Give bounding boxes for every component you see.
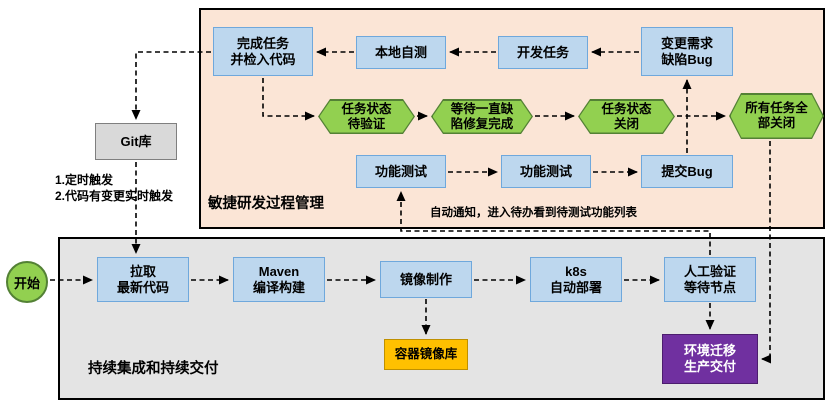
start-node: 开始 — [6, 261, 48, 303]
status-wait-fix-label: 等待一直缺 陷修复完成 — [433, 101, 532, 133]
node-env-migration-delivery: 环境迁移 生产交付 — [662, 334, 758, 384]
node-func-test-2: 功能测试 — [501, 155, 591, 188]
status-wait-fix: 等待一直缺 陷修复完成 — [431, 99, 533, 134]
node-git-repo: Git库 — [95, 123, 177, 160]
node-func-test-1: 功能测试 — [356, 155, 446, 188]
status-closed: 任务状态 关闭 — [578, 99, 675, 134]
node-k8s-deploy: k8s 自动部署 — [530, 257, 622, 302]
trigger-conditions-text: 1.定时触发 2.代码有变更实时触发 — [55, 173, 174, 204]
node-local-self-test: 本地自测 — [356, 36, 446, 69]
node-complete-task: 完成任务 并检入代码 — [213, 27, 313, 76]
node-dev-task: 开发任务 — [498, 36, 588, 69]
node-container-registry: 容器镜像库 — [384, 339, 468, 370]
status-pending-verify: 任务状态 待验证 — [318, 99, 415, 134]
node-submit-bug: 提交Bug — [641, 155, 733, 188]
node-image-build: 镜像制作 — [380, 261, 472, 298]
auto-notify-note: 自动通知，进入待办看到待测试功能列表 — [430, 207, 637, 219]
status-all-closed-label: 所有任务全 部关闭 — [731, 95, 823, 138]
node-manual-verify-wait: 人工验证 等待节点 — [664, 257, 756, 302]
agile-panel-title: 敏捷研发过程管理 — [208, 196, 324, 212]
status-pending-verify-label: 任务状态 待验证 — [320, 101, 414, 133]
ci-panel-title: 持续集成和持续交付 — [88, 361, 219, 377]
status-closed-label: 任务状态 关闭 — [580, 101, 674, 133]
status-all-closed: 所有任务全 部关闭 — [729, 93, 824, 139]
node-pull-latest-code: 拉取 最新代码 — [97, 257, 189, 302]
node-maven-build: Maven 编译构建 — [233, 257, 325, 302]
node-change-request-bug: 变更需求 缺陷Bug — [641, 27, 733, 76]
